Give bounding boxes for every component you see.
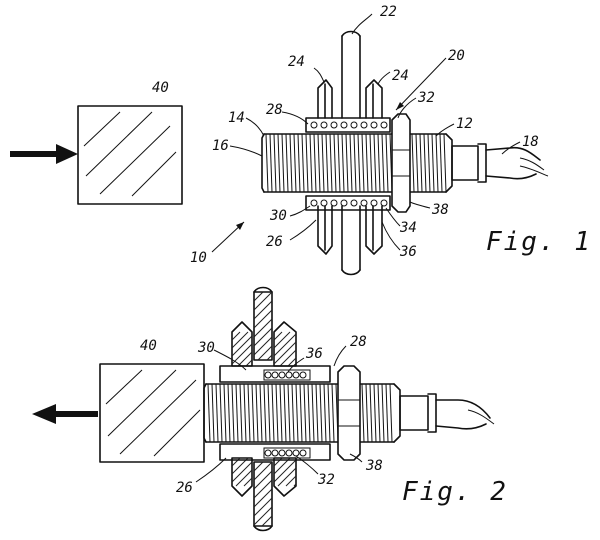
ref2-40: 40: [140, 338, 157, 354]
locknut-fig2: [337, 365, 361, 461]
leader-lines-fig2: [195, 345, 363, 483]
ref2-36: 36: [305, 346, 323, 362]
threaded-body-fig1: [261, 133, 453, 193]
ref2-38: 38: [365, 458, 383, 474]
figure-2: 40 30 36 28 26 32 38 Fig. 2: [32, 286, 508, 532]
ref-12: 12: [456, 116, 473, 132]
ref-40: 40: [152, 80, 169, 96]
cable-18: [451, 143, 549, 183]
spring-fig2-upper: [219, 365, 331, 383]
threaded-body-fig2: [203, 383, 401, 443]
ref-38: 38: [431, 202, 449, 218]
ref-36: 36: [399, 244, 417, 260]
ref-34: 34: [399, 220, 417, 236]
force-arrow-left: [32, 404, 98, 424]
ref-24b: 24: [392, 68, 409, 84]
ref-30: 30: [269, 208, 287, 224]
ref-26: 26: [266, 234, 283, 250]
ref-28: 28: [266, 102, 283, 118]
ref2-26: 26: [176, 480, 193, 496]
block-40: [77, 105, 183, 205]
block-40-fig2: [99, 363, 205, 463]
ref2-28: 28: [350, 334, 367, 350]
ref2-30: 30: [197, 340, 215, 356]
ref-18: 18: [522, 134, 539, 150]
ref-10: 10: [190, 250, 207, 266]
spring-fig2-lower: [219, 443, 331, 461]
locknut-38: [391, 113, 411, 213]
plate-fig2: [253, 286, 273, 532]
refs-fig2: 40 30 36 28 26 32 38: [140, 334, 383, 496]
spring-lower: [305, 195, 391, 211]
ref-32: 32: [417, 90, 435, 106]
spring-upper: [305, 117, 391, 133]
nuts-24-upper: [317, 79, 383, 119]
ref-16: 16: [212, 138, 229, 154]
nuts-lower: [317, 205, 383, 255]
plate-22: [341, 30, 361, 276]
force-arrow-right: [10, 144, 78, 164]
leader-lines-fig1: [211, 13, 521, 253]
ref-14: 14: [228, 110, 245, 126]
ref-24a: 24: [288, 54, 305, 70]
ref2-32: 32: [317, 472, 335, 488]
refs-fig1: 22 20 24 24 40 28 32 14 12 16 18 30 38 3…: [152, 4, 539, 266]
figure-2-label: Fig. 2: [402, 477, 508, 507]
figure-1-label: Fig. 1: [486, 227, 592, 257]
cable-fig2: [399, 393, 495, 433]
figure-1: 22 20 24 24 40 28 32 14 12 16 18 30 38 3…: [10, 4, 592, 276]
ref-22: 22: [380, 4, 397, 20]
ref-20: 20: [448, 48, 465, 64]
